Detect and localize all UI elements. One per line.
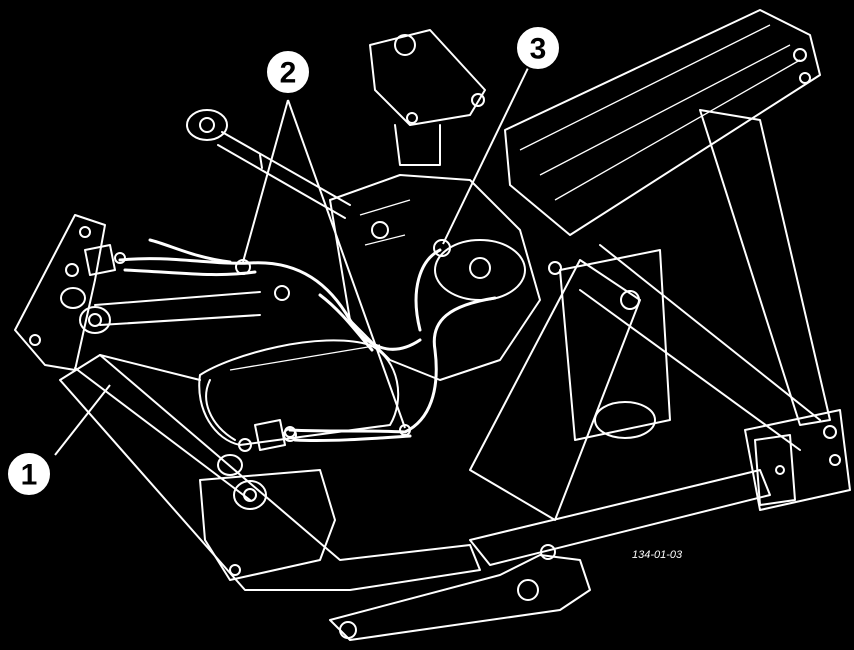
callout-3: 3 — [515, 25, 561, 71]
top-mount-plate — [369, 29, 486, 166]
hinge-pins — [60, 285, 297, 510]
gas-strut — [186, 109, 351, 219]
callout-2: 2 — [265, 49, 311, 95]
leader-line-1 — [54, 384, 111, 456]
callout-2-label: 2 — [280, 57, 297, 90]
figure-code: 134-01-03 — [632, 549, 683, 561]
leader-line-2b — [287, 99, 406, 429]
motor-body — [329, 174, 541, 381]
leader-line-2a — [242, 99, 289, 263]
hydraulic-hoses — [118, 238, 497, 443]
leader-line-3 — [442, 67, 529, 245]
lower-link — [329, 544, 591, 641]
callout-1-label: 1 — [21, 459, 38, 492]
boom-frame — [469, 9, 851, 566]
left-bracket — [14, 214, 481, 591]
callout-3-label: 3 — [530, 33, 547, 66]
callout-1: 1 — [6, 451, 52, 497]
hydraulic-cylinder — [198, 339, 400, 446]
